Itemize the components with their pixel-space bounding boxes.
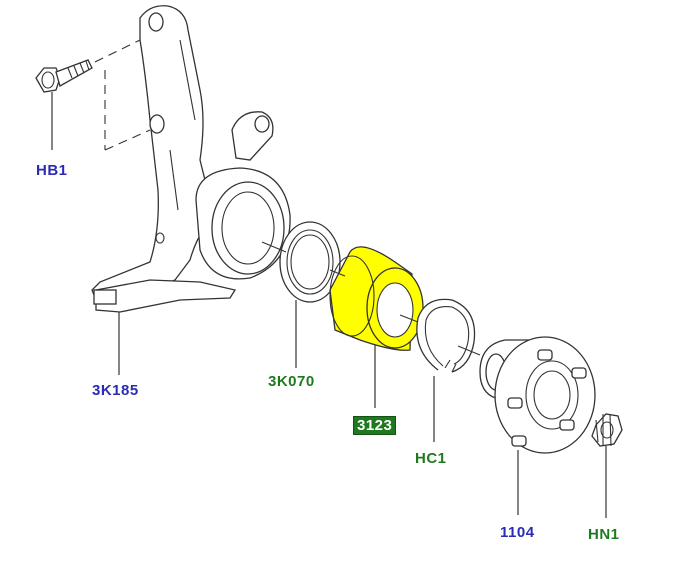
hub-nut[interactable] (591, 413, 623, 447)
bolt-hb1[interactable] (35, 59, 93, 93)
callout-3123-selected[interactable]: 3123 (353, 416, 397, 435)
circlip-hc1[interactable] (416, 298, 476, 373)
callout-leaders (51, 92, 607, 518)
steering-knuckle[interactable] (91, 5, 291, 313)
callout-hn1[interactable]: HN1 (588, 526, 620, 543)
callout-3k070[interactable]: 3K070 (268, 373, 315, 390)
hub-1104[interactable] (479, 336, 596, 454)
seal-3k070[interactable] (279, 221, 341, 303)
callout-hc1[interactable]: HC1 (415, 450, 447, 467)
assembly-axis (261, 241, 481, 356)
callout-3k185[interactable]: 3K185 (92, 382, 139, 399)
callout-hb1[interactable]: HB1 (36, 162, 68, 179)
callout-1104[interactable]: 1104 (500, 524, 535, 541)
wheel-bearing[interactable] (329, 246, 424, 351)
bolt-assembly-guide (94, 39, 151, 151)
